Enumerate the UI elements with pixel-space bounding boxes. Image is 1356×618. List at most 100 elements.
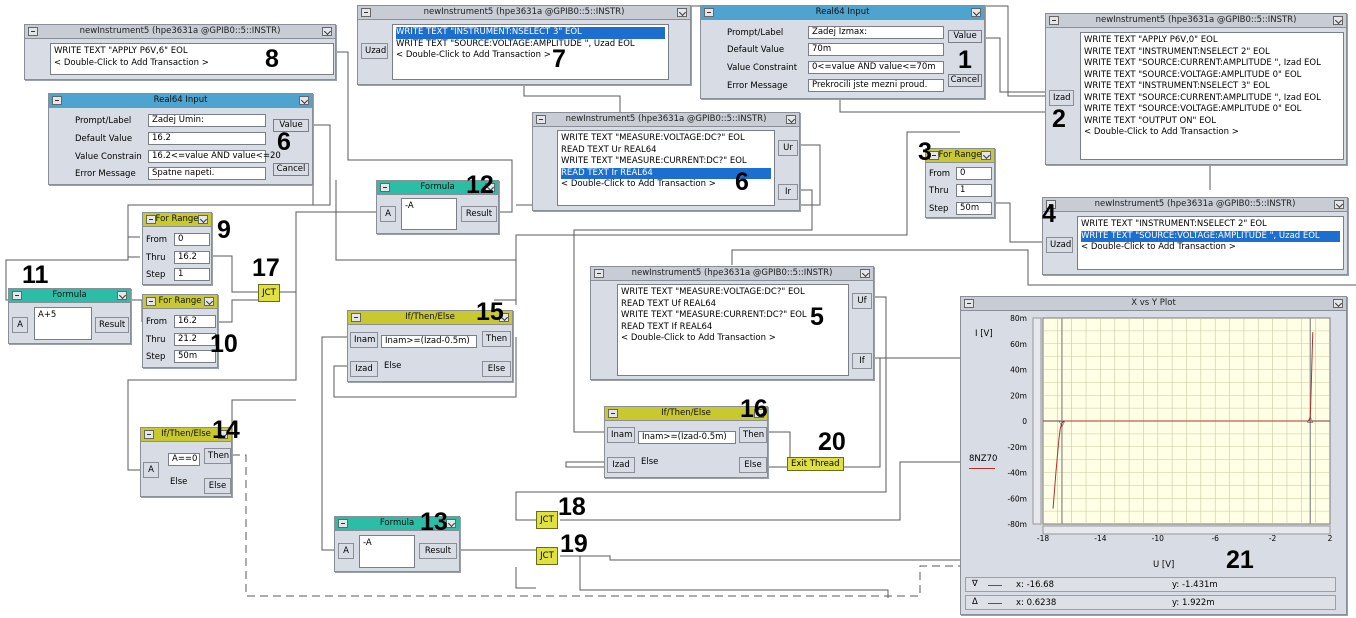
- transaction-list[interactable]: WRITE TEXT "MEASURE:VOLTAGE:DC?" EOL REA…: [557, 130, 775, 206]
- minimize-icon[interactable]: [146, 215, 156, 224]
- title-bar[interactable]: Real64 Input: [701, 6, 984, 20]
- from-field[interactable]: 0: [174, 233, 210, 246]
- menu-icon[interactable]: [1333, 16, 1343, 25]
- title-bar[interactable]: newInstrument5 (hpe3631a @GPIB0::5::INST…: [591, 267, 873, 281]
- minimize-icon[interactable]: [12, 291, 22, 300]
- transaction-line[interactable]: WRITE TEXT "MEASURE:VOLTAGE:DC?" EOL: [561, 133, 745, 143]
- input-pin-inam[interactable]: Inam: [350, 332, 378, 348]
- minimize-icon[interactable]: [594, 269, 604, 278]
- transaction-line[interactable]: READ TEXT Ur REAL64: [561, 144, 657, 155]
- cancel-output-pin[interactable]: Cancel: [948, 74, 982, 87]
- menu-icon[interactable]: [322, 27, 332, 36]
- formula-11[interactable]: Formula A A+5 Result: [8, 288, 131, 344]
- menu-icon[interactable]: [204, 297, 214, 306]
- formula-13[interactable]: Formula A -A Result: [334, 516, 460, 572]
- transaction-list[interactable]: WRITE TEXT "APPLY P6V,0" EOL WRITE TEXT …: [1080, 32, 1344, 160]
- title-bar[interactable]: Formula: [9, 289, 130, 303]
- add-transaction-hint[interactable]: < Double-Click to Add Transaction >: [561, 179, 716, 189]
- transaction-line[interactable]: WRITE TEXT "SOURCE:VOLTAGE:AMPLITUDE 0" …: [1084, 69, 1302, 80]
- add-transaction-hint[interactable]: < Double-Click to Add Transaction >: [1084, 127, 1239, 137]
- menu-icon[interactable]: [860, 269, 870, 278]
- instrument-object-6[interactable]: newInstrument5 (hpe3631a @GPIB0::5::INST…: [532, 112, 800, 211]
- thru-field[interactable]: 1: [956, 184, 992, 197]
- output-pin-else[interactable]: Else: [482, 361, 511, 377]
- title-bar[interactable]: newInstrument5 (hpe3631a @GPIB0::5::INST…: [1046, 14, 1346, 28]
- prompt-field[interactable]: Zadej Izmax:: [808, 26, 944, 39]
- title-bar[interactable]: Formula: [335, 517, 459, 531]
- transaction-line[interactable]: WRITE TEXT "INSTRUMENT:NSELECT 2" EOL: [1084, 46, 1270, 57]
- error-message-field[interactable]: Prekrocili jste mezni proud.: [808, 79, 944, 92]
- transaction-line[interactable]: READ TEXT If REAL64: [621, 321, 713, 332]
- transaction-line[interactable]: WRITE TEXT "OUTPUT ON" EOL: [1084, 115, 1216, 126]
- output-pin-then[interactable]: Then: [482, 331, 511, 347]
- for-range-10[interactable]: For Range From 16.2 Thru 21.2 Step 50m: [142, 294, 218, 368]
- input-pin-inam[interactable]: Inam: [607, 427, 635, 443]
- transaction-line[interactable]: WRITE TEXT "SOURCE:VOLTAGE:AMPLITUDE 0" …: [1084, 104, 1302, 114]
- condition-field[interactable]: Inam>=(Izad-0.5m): [381, 335, 477, 348]
- marker-row-2[interactable]: Δ x: 0.6238 y: 1.922m: [965, 595, 1336, 610]
- minimize-icon[interactable]: [608, 409, 618, 418]
- instrument-object-7[interactable]: newInstrument5 (hpe3631a @GPIB0::5::INST…: [357, 5, 691, 85]
- junction-17[interactable]: JCT: [258, 284, 280, 302]
- menu-icon[interactable]: [218, 430, 228, 439]
- title-bar[interactable]: newInstrument5 (hpe3631a @GPIB0::5::INST…: [358, 6, 690, 20]
- menu-icon[interactable]: [499, 313, 509, 322]
- title-bar[interactable]: For Range: [143, 213, 211, 227]
- menu-icon[interactable]: [485, 183, 495, 192]
- transaction-line-selected[interactable]: WRITE TEXT "INSTRUMENT:NSELECT 3" EOL: [396, 27, 665, 39]
- minimize-icon[interactable]: [1049, 16, 1059, 25]
- formula-12[interactable]: Formula A -A Result: [376, 180, 499, 234]
- default-value-field[interactable]: 70m: [808, 43, 944, 56]
- title-bar[interactable]: If/Then/Else: [348, 311, 512, 325]
- transaction-line[interactable]: WRITE TEXT "SOURCE:VOLTAGE:AMPLITUDE ", …: [396, 38, 635, 49]
- transaction-line[interactable]: WRITE TEXT "MEASURE:VOLTAGE:DC?" EOL: [621, 287, 805, 297]
- minimize-icon[interactable]: [52, 96, 62, 105]
- if-then-else-14[interactable]: If/Then/Else A A==0 Else Then Else: [140, 427, 232, 497]
- menu-icon[interactable]: [198, 215, 208, 224]
- instrument-object-5[interactable]: newInstrument5 (hpe3631a @GPIB0::5::INST…: [590, 266, 874, 380]
- transaction-line-selected[interactable]: WRITE TEXT "SOURCE:VOLTAGE:AMPLITUDE ", …: [1081, 230, 1340, 242]
- condition-field[interactable]: A==0: [168, 453, 200, 466]
- title-bar[interactable]: Formula: [377, 181, 498, 195]
- title-bar[interactable]: If/Then/Else: [141, 428, 231, 442]
- minimize-icon[interactable]: [144, 430, 154, 439]
- exit-thread-button[interactable]: Exit Thread: [787, 457, 844, 471]
- from-field[interactable]: 16.2: [174, 315, 216, 328]
- minimize-icon[interactable]: [536, 115, 546, 124]
- minimize-icon[interactable]: [704, 8, 714, 17]
- input-pin-a[interactable]: A: [380, 206, 396, 222]
- minimize-icon[interactable]: [351, 313, 361, 322]
- transaction-line[interactable]: WRITE TEXT "APPLY P6V,0" EOL: [1084, 35, 1218, 45]
- junction-18[interactable]: JCT: [536, 511, 558, 529]
- transaction-list[interactable]: WRITE TEXT "INSTRUMENT:NSELECT 3" EOL WR…: [392, 24, 669, 80]
- output-pin-result[interactable]: Result: [95, 317, 129, 333]
- minimize-icon[interactable]: [338, 519, 348, 528]
- step-field[interactable]: 50m: [174, 350, 216, 363]
- value-output-pin[interactable]: Value: [948, 30, 982, 43]
- output-pin-else[interactable]: Else: [739, 457, 767, 473]
- minimize-icon[interactable]: [929, 151, 939, 160]
- prompt-field[interactable]: Zadej Umin:: [148, 114, 266, 127]
- formula-expression[interactable]: -A: [401, 198, 457, 230]
- thru-field[interactable]: 21.2: [174, 333, 216, 346]
- transaction-line[interactable]: WRITE TEXT "INSTRUMENT:NSELECT 3" EOL: [1084, 81, 1270, 91]
- output-pin-result[interactable]: Result: [461, 206, 497, 222]
- title-bar[interactable]: newInstrument5 (hpe3631a @GPIB0::5::INST…: [1043, 198, 1347, 212]
- transaction-line[interactable]: WRITE TEXT "APPLY P6V,6" EOL: [54, 46, 188, 56]
- instrument-object-4[interactable]: newInstrument5 (hpe3631a @GPIB0::5::INST…: [1042, 197, 1348, 275]
- formula-expression[interactable]: A+5: [34, 307, 92, 340]
- output-pin-result[interactable]: Result: [419, 543, 457, 559]
- error-message-field[interactable]: Spatne napeti.: [148, 167, 266, 180]
- real64-input-6[interactable]: Real64 Input Prompt/Label Zadej Umin: De…: [48, 93, 313, 185]
- output-pin-ur[interactable]: Ur: [778, 140, 798, 156]
- minimize-icon[interactable]: [964, 299, 974, 308]
- title-bar[interactable]: If/Then/Else: [605, 407, 767, 421]
- for-range-3[interactable]: For Range From 0 Thru 1 Step 50m: [925, 148, 995, 218]
- thru-field[interactable]: 16.2: [174, 251, 210, 264]
- output-pin-then[interactable]: Then: [739, 427, 767, 443]
- cancel-output-pin[interactable]: Cancel: [273, 163, 309, 176]
- default-value-field[interactable]: 16.2: [148, 132, 266, 145]
- plot-canvas[interactable]: 80m60m40m20m0-20m-40m-60m-80m-18-14-10-6…: [961, 311, 1346, 576]
- title-bar[interactable]: For Range: [926, 149, 994, 163]
